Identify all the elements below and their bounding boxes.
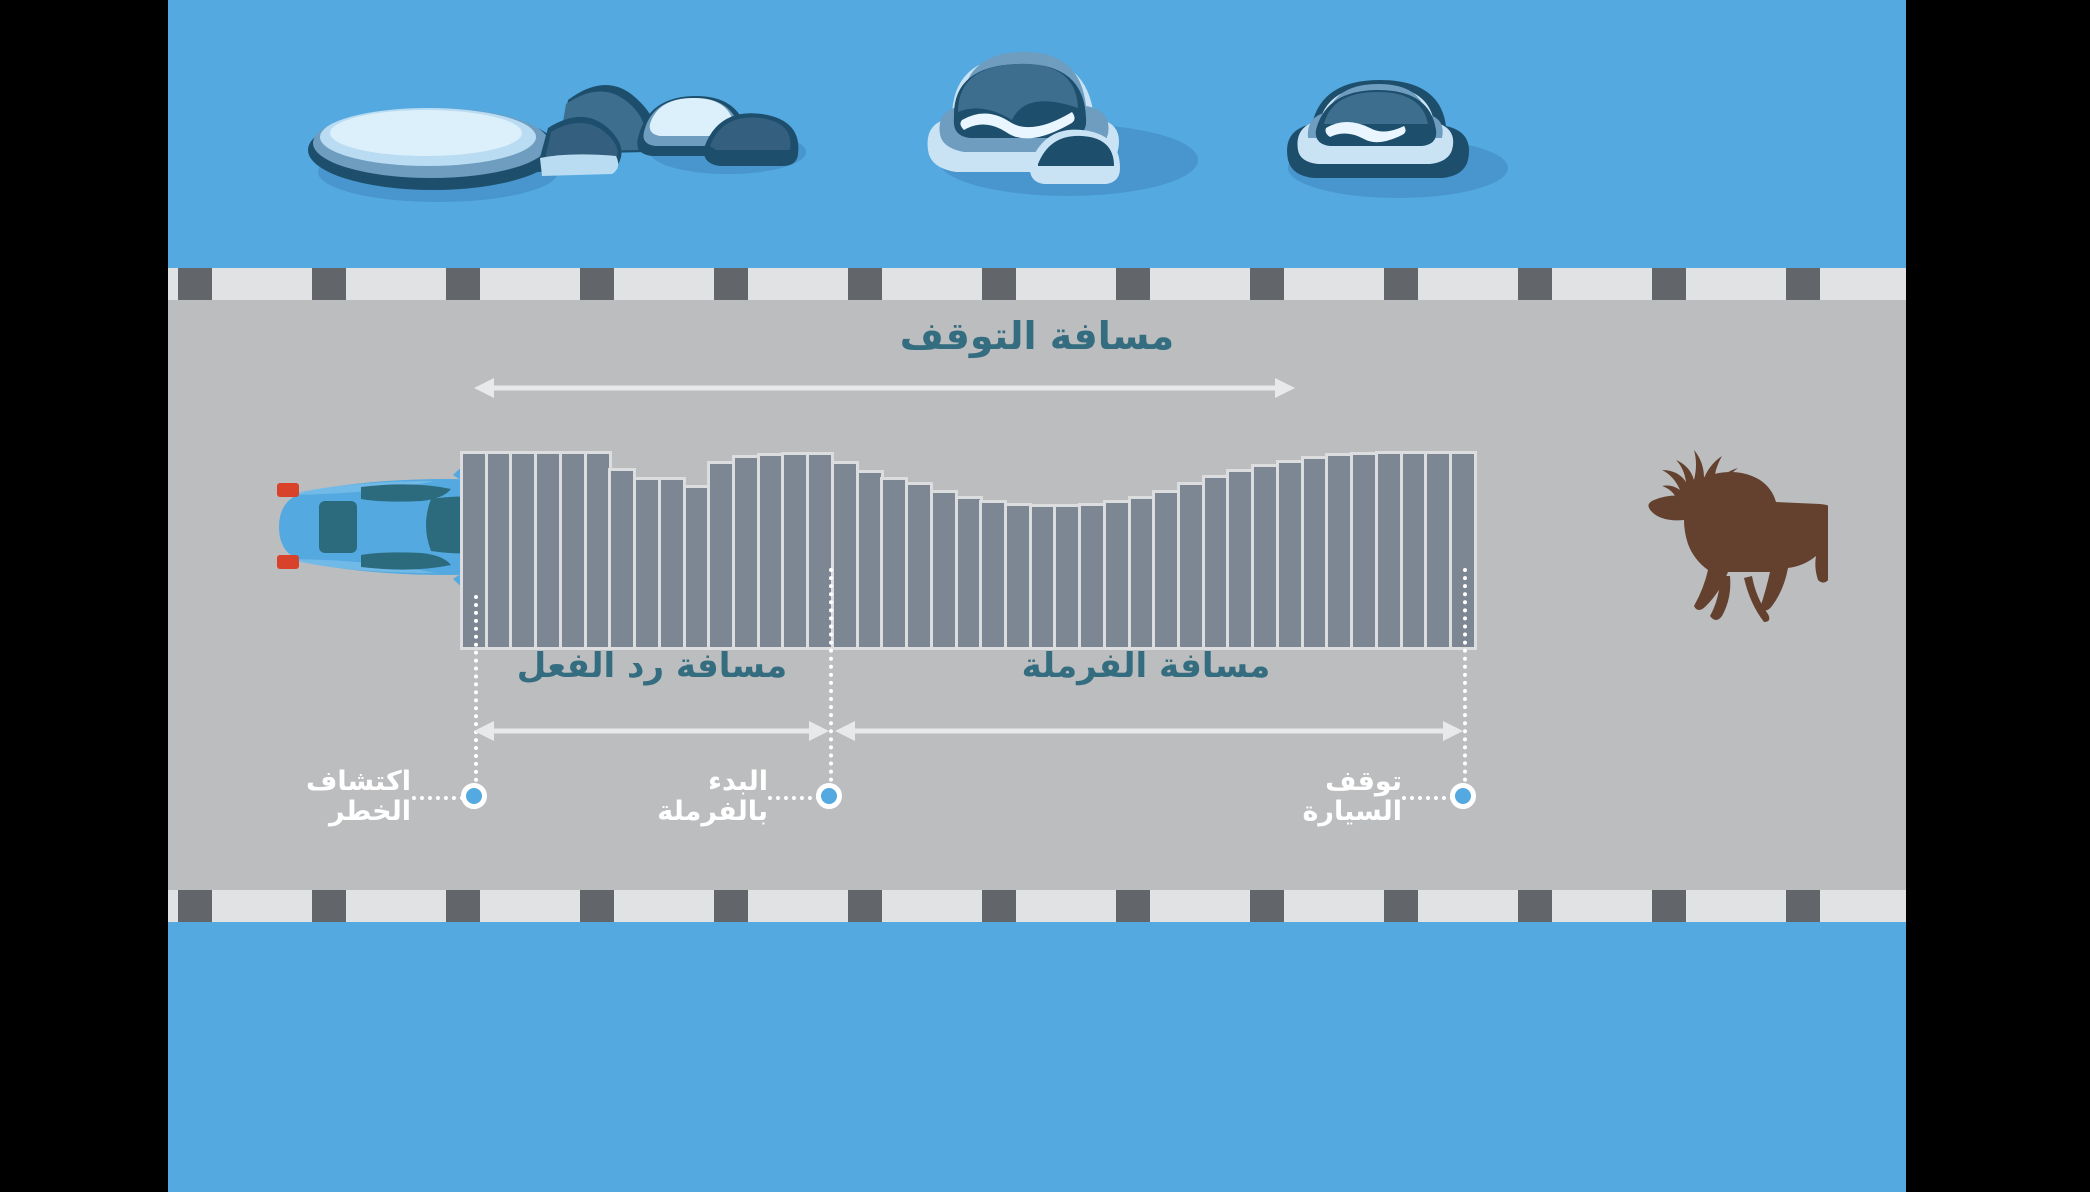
- road-edge-dash: [1384, 268, 1418, 300]
- skid-bar: [856, 470, 884, 650]
- marker-label-hazard-detection: اكتشاف الخطر: [306, 766, 411, 828]
- rock-group-1: [308, 85, 656, 202]
- guide-car-stop: [1463, 568, 1467, 790]
- road-edge-dash: [1786, 890, 1820, 922]
- skid-bar: [880, 477, 908, 650]
- road-edge-dash: [848, 890, 882, 922]
- skid-bar: [979, 500, 1007, 650]
- skid-bar: [1325, 453, 1353, 650]
- skid-bar: [732, 455, 760, 650]
- guide-start-braking: [829, 568, 833, 790]
- skid-bar: [1103, 500, 1131, 650]
- skid-bar: [559, 451, 587, 650]
- road-edge-dash: [1518, 890, 1552, 922]
- scene: مسافة التوقف مسافة رد الفعل مسافة الفرمل…: [168, 0, 1906, 1192]
- skid-bar: [658, 477, 686, 650]
- skid-bar: [930, 490, 958, 650]
- road-edge-dash: [312, 268, 346, 300]
- leader-start-braking: [768, 796, 828, 800]
- road-edge-dash: [1384, 890, 1418, 922]
- skid-bar: [1078, 503, 1106, 650]
- road-edge-dash: [312, 890, 346, 922]
- skid-bar: [534, 451, 562, 650]
- skid-bar: [1276, 460, 1304, 650]
- skid-bar: [707, 461, 735, 650]
- reaction-distance-arrow: [474, 718, 829, 744]
- road-edge-dash: [1652, 890, 1686, 922]
- skid-bar: [633, 477, 661, 650]
- rock-group-3: [927, 51, 1198, 196]
- taillight-left: [277, 483, 299, 497]
- skid-bar: [1004, 503, 1032, 650]
- road-edge-dash: [1652, 268, 1686, 300]
- road-edge-dash: [714, 268, 748, 300]
- road-edge-dash: [714, 890, 748, 922]
- skid-bar: [1202, 475, 1230, 650]
- rock-group-2: [637, 96, 806, 174]
- marker-label-car-stop: توقف السيارة: [1302, 766, 1402, 828]
- road-edge-dash: [1250, 890, 1284, 922]
- skid-bar: [905, 482, 933, 650]
- skid-bar: [1424, 451, 1452, 650]
- road-edge-dash: [178, 890, 212, 922]
- road-edge-dash: [982, 890, 1016, 922]
- road-edge-dash: [178, 268, 212, 300]
- segment-label-reaction: مسافة رد الفعل: [516, 646, 788, 686]
- skid-bar: [1251, 464, 1279, 650]
- skid-bar: [1350, 452, 1378, 650]
- skid-bar: [1226, 469, 1254, 650]
- road-edge-top: [168, 268, 1906, 300]
- leader-car-stop: [1402, 796, 1462, 800]
- skid-bar: [1375, 451, 1403, 650]
- marker-car-stop[interactable]: [1450, 783, 1476, 809]
- skid-bar: [1177, 482, 1205, 650]
- skid-bar: [1053, 504, 1081, 650]
- road-edge-dash: [580, 268, 614, 300]
- road-edge-dash: [1518, 268, 1552, 300]
- marker-start-braking[interactable]: [816, 783, 842, 809]
- leader-hazard-detection: [412, 796, 472, 800]
- skid-marks: [168, 430, 1906, 650]
- deer-hazard: [1618, 440, 1828, 625]
- skid-bar: [1152, 490, 1180, 650]
- road-edge-dash: [1116, 890, 1150, 922]
- road-edge-dash: [1786, 268, 1820, 300]
- road-edge-bottom: [168, 890, 1906, 922]
- skid-bar: [781, 452, 809, 650]
- skid-bar: [608, 468, 636, 650]
- skid-bar: [509, 451, 537, 650]
- road-edge-dash: [446, 890, 480, 922]
- road-edge-dash: [1250, 268, 1284, 300]
- rear-window: [319, 501, 357, 553]
- skid-bar: [831, 461, 859, 650]
- road-edge-dash: [580, 890, 614, 922]
- skid-bar: [485, 451, 513, 650]
- page-title: مسافة التوقف: [899, 314, 1175, 358]
- marker-label-start-braking: البدء بالفرملة: [657, 766, 768, 828]
- stopping-distance-arrow: [474, 375, 1295, 401]
- road-edge-dash: [982, 268, 1016, 300]
- road-edge-dash: [848, 268, 882, 300]
- road-edge-dash: [446, 268, 480, 300]
- braking-distance-arrow: [835, 718, 1463, 744]
- guide-hazard-detection: [474, 595, 478, 790]
- rock-group-4: [1287, 80, 1508, 198]
- segment-label-braking: مسافة الفرملة: [1021, 646, 1271, 686]
- taillight-right: [277, 555, 299, 569]
- road-edge-dash: [1116, 268, 1150, 300]
- marker-hazard-detection[interactable]: [461, 783, 487, 809]
- rock-scenery: [168, 0, 1906, 270]
